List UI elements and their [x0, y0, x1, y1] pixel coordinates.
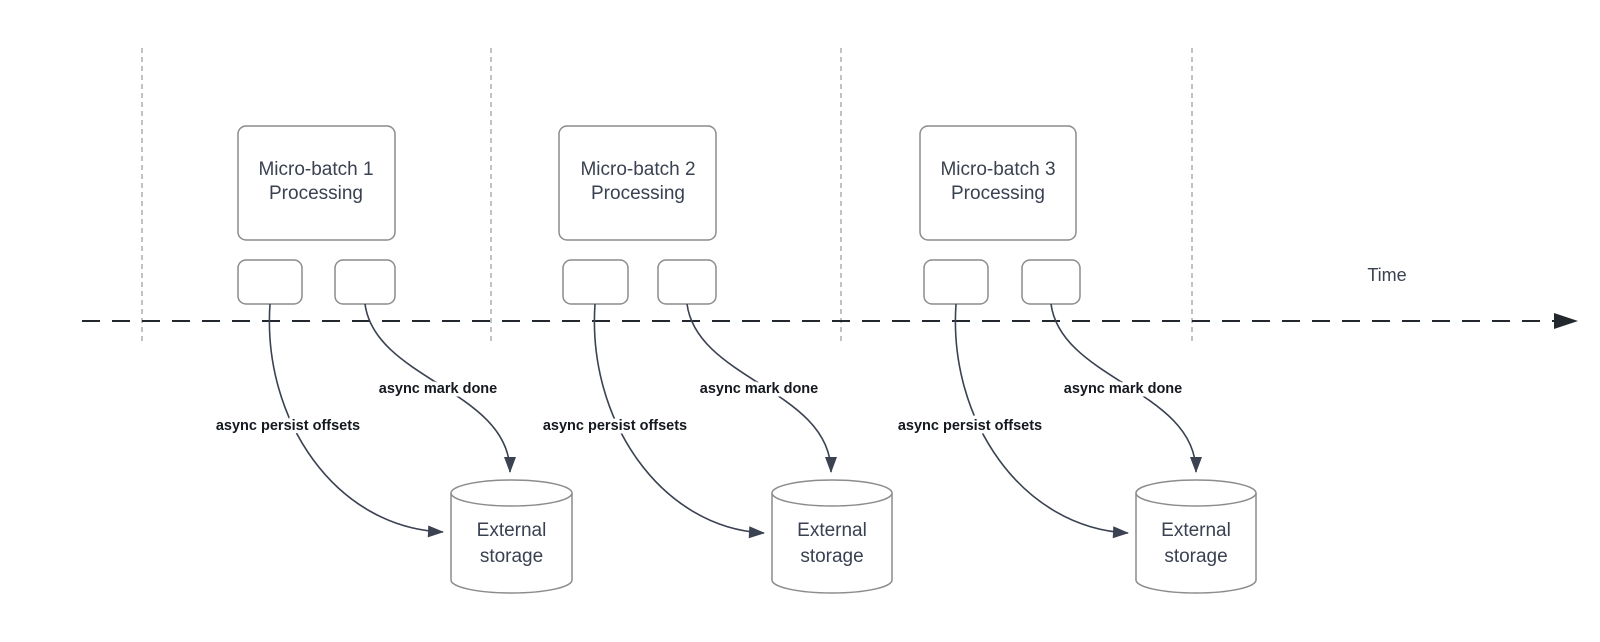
micro-batch-2-subtitle: Processing — [591, 183, 685, 204]
batch-3-mark-done-label: async mark done — [1064, 381, 1182, 397]
micro-batch-1-title: Micro-batch 1 — [258, 159, 373, 180]
cylinder-body — [771, 493, 893, 594]
time-label: Time — [1367, 265, 1406, 285]
micro-batch-2-box — [558, 125, 717, 241]
timeline-arrowhead — [1554, 313, 1578, 329]
batch-3-persist-offsets-arrow — [954, 303, 1129, 539]
cylinder-top — [450, 479, 573, 507]
cylinder-top — [1135, 479, 1257, 507]
batch-1-offset-task-box — [237, 259, 303, 305]
batch-1-group: Micro-batch 1 Processing External storag… — [212, 125, 573, 594]
batch-2-group: Micro-batch 2 Processing External storag… — [539, 125, 893, 594]
storage-label-line2: storage — [1164, 546, 1227, 567]
micro-batch-1-box — [237, 125, 396, 241]
storage-label-line1: External — [1161, 520, 1231, 541]
micro-batch-2-title: Micro-batch 2 — [580, 159, 695, 180]
batch-3-offset-task-box — [923, 259, 989, 305]
storage-label-line1: External — [477, 520, 547, 541]
batch-2-mark-done-arrow — [686, 303, 837, 473]
batch-2-storage-cylinder: External storage — [771, 479, 893, 594]
micro-batch-1-subtitle: Processing — [269, 183, 363, 204]
cylinder-body — [1135, 493, 1257, 594]
batch-1-storage-cylinder: External storage — [450, 479, 573, 594]
batch-1-mark-done-arrow — [364, 303, 516, 473]
batch-1-persist-offsets-arrow — [268, 303, 444, 538]
batch-2-mark-done-label: async mark done — [700, 381, 818, 397]
micro-batch-3-box — [919, 125, 1077, 241]
batch-3-mark-done-arrow — [1050, 303, 1202, 473]
batch-1-mark-done-label: async mark done — [379, 381, 497, 397]
batch-2-offset-task-box — [562, 259, 629, 305]
batch-3-group: Micro-batch 3 Processing External storag… — [894, 125, 1257, 594]
batch-2-done-task-box — [657, 259, 717, 305]
batch-3-storage-cylinder: External storage — [1135, 479, 1257, 594]
micro-batch-3-title: Micro-batch 3 — [940, 159, 1055, 180]
batch-1-done-task-box — [334, 259, 396, 305]
batch-3-persist-offsets-label: async persist offsets — [898, 418, 1042, 434]
batch-1-persist-offsets-label: async persist offsets — [216, 418, 360, 434]
storage-label-line2: storage — [480, 546, 543, 567]
storage-label-line2: storage — [800, 546, 863, 567]
batch-2-persist-offsets-label: async persist offsets — [543, 418, 687, 434]
micro-batch-3-subtitle: Processing — [951, 183, 1045, 204]
cylinder-body — [450, 493, 573, 594]
cylinder-top — [771, 479, 893, 507]
storage-label-line1: External — [797, 520, 867, 541]
batch-2-persist-offsets-arrow — [593, 303, 765, 539]
batch-3-done-task-box — [1021, 259, 1081, 305]
